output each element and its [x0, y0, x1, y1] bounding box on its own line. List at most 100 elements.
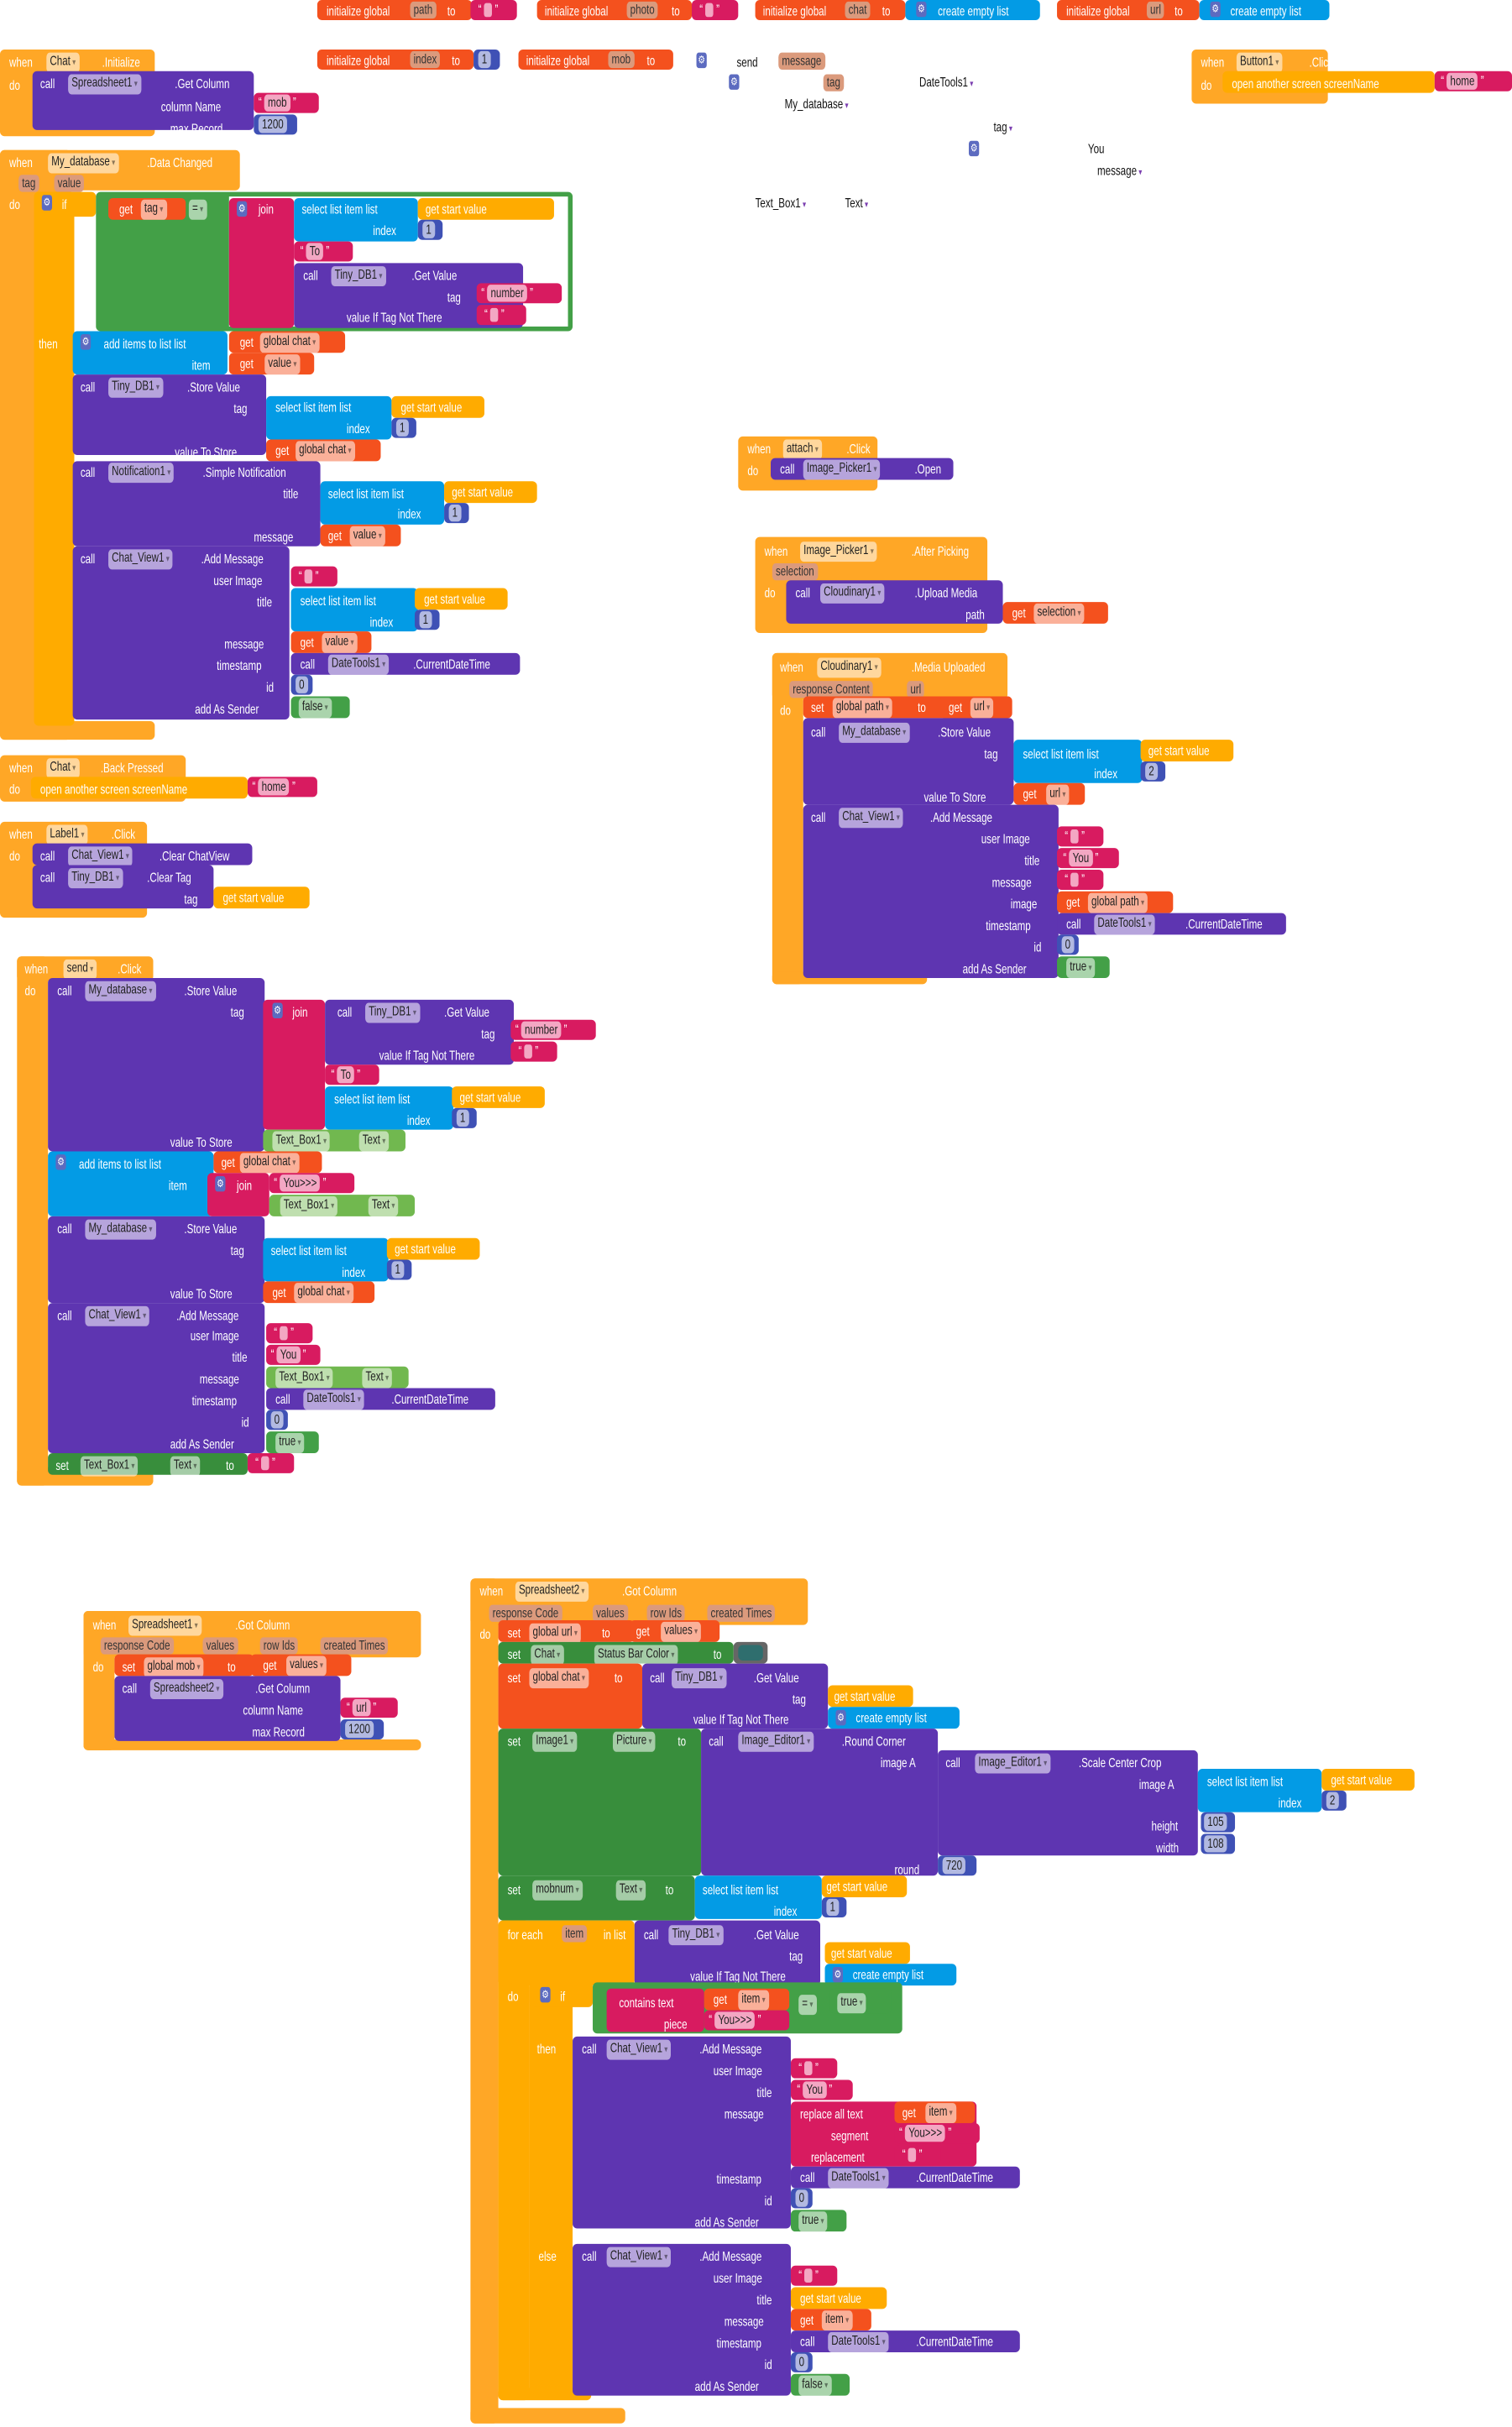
chat-dropdown[interactable]: Chat [46, 52, 80, 73]
picture-dropdown[interactable]: Picture [612, 1731, 656, 1752]
control-block[interactable] [30, 777, 248, 799]
gear-icon[interactable]: ⚙ [55, 1154, 66, 1170]
list-block[interactable] [1199, 0, 1330, 20]
108-number[interactable]: 108 [1204, 1835, 1227, 1853]
tag-parameter[interactable]: tag [18, 175, 39, 192]
get-start-value-block[interactable] [417, 197, 554, 220]
gear-icon[interactable]: ⚙ [729, 74, 740, 90]
my-database-dropdown[interactable]: My_database [839, 722, 910, 743]
text-dropdown[interactable]: Text [358, 1131, 390, 1152]
text-string-block[interactable] [1057, 826, 1104, 847]
text-dropdown[interactable]: Text [362, 1368, 393, 1389]
message-parameter[interactable]: message [778, 52, 825, 70]
procedure-call-block[interactable] [48, 1216, 265, 1304]
datetools1-dropdown[interactable]: DateTools1 [828, 2332, 889, 2352]
text-box1-dropdown[interactable]: Text_Box1 [756, 195, 807, 213]
home-string[interactable]: home [1447, 72, 1478, 90]
url-parameter[interactable]: url [907, 681, 925, 698]
chat-dropdown[interactable]: Chat [531, 1645, 564, 1666]
1-number[interactable]: 1 [419, 611, 432, 629]
chat-view1-dropdown[interactable]: Chat_View1 [85, 1305, 150, 1326]
item-dropdown[interactable]: = [798, 1995, 817, 2016]
get-start-value-block[interactable] [1140, 740, 1234, 761]
text-string-block[interactable] [510, 1041, 557, 1062]
text-string[interactable]: “ You>>> ” [899, 2124, 951, 2142]
gear-icon[interactable]: ⚙ [272, 1002, 283, 1018]
chat-view1-dropdown[interactable]: Chat_View1 [606, 2247, 672, 2267]
get-start-value-block[interactable] [452, 1086, 545, 1108]
value-dropdown[interactable]: value [322, 632, 358, 653]
list-block[interactable] [1013, 740, 1143, 783]
component-setter-block[interactable] [498, 1729, 702, 1876]
text-string[interactable]: “ You ” [797, 2081, 832, 2099]
color-swatch[interactable] [738, 1645, 763, 1661]
cloudinary1-dropdown[interactable]: Cloudinary1 [817, 657, 882, 678]
empty-string[interactable]: “ ” [519, 1043, 538, 1059]
get-start-value-block[interactable] [391, 395, 484, 418]
text-string[interactable]: “ mob ” [259, 94, 296, 112]
row-ids-parameter[interactable]: row Ids [646, 1604, 686, 1622]
get-start-value-block[interactable] [1321, 1769, 1415, 1791]
spreadsheet1-dropdown[interactable]: Spreadsheet1 [68, 74, 141, 95]
1200-number[interactable]: 1200 [345, 1720, 374, 1739]
item-dropdown[interactable]: = [188, 199, 207, 220]
datetools1-dropdown[interactable]: DateTools1 [919, 74, 973, 92]
text-string-block[interactable] [790, 2265, 838, 2286]
control-block[interactable] [498, 1920, 530, 2401]
global-chat-dropdown[interactable]: global chat [294, 1283, 353, 1304]
event-block[interactable] [470, 1578, 499, 2424]
empty-string-pill[interactable] [261, 1457, 269, 1471]
0-number[interactable]: 0 [296, 676, 308, 693]
photo-parameter[interactable]: photo [626, 1, 658, 19]
selection-dropdown[interactable]: selection [1033, 603, 1085, 624]
procedure-call-block[interactable] [72, 374, 267, 455]
procedure-call-block[interactable] [32, 865, 214, 909]
control-block[interactable] [1222, 71, 1435, 93]
empty-string-pill[interactable] [490, 308, 499, 322]
global-url-dropdown[interactable]: global url [529, 1623, 582, 1644]
list-block[interactable] [266, 395, 392, 440]
true-dropdown[interactable]: true [837, 1993, 866, 2014]
spreadsheet2-dropdown[interactable]: Spreadsheet2 [515, 1581, 589, 1602]
text-box1-dropdown[interactable]: Text_Box1 [80, 1456, 139, 1477]
image1-dropdown[interactable]: Image1 [532, 1731, 578, 1752]
text-string-block[interactable] [606, 1988, 704, 2032]
text-string[interactable]: “ home ” [1441, 72, 1484, 90]
url-parameter[interactable]: url [1146, 1, 1165, 19]
text-string-block[interactable] [691, 0, 739, 20]
procedure-call-block[interactable] [72, 546, 290, 720]
text-string-block[interactable] [894, 2144, 941, 2165]
my-database-dropdown[interactable]: My_database [48, 153, 119, 174]
text-string-block[interactable] [1057, 869, 1104, 890]
attach-dropdown[interactable]: attach [782, 439, 822, 460]
text-string[interactable]: “ You ” [271, 1346, 306, 1364]
get-start-value-block[interactable] [386, 1237, 480, 1260]
tiny-db1-dropdown[interactable]: Tiny_DB1 [108, 377, 164, 398]
you-string[interactable]: You [803, 2081, 827, 2099]
you-string[interactable]: You>>> [280, 1174, 321, 1192]
gear-icon[interactable]: ⚙ [215, 1175, 226, 1192]
720-number[interactable]: 720 [942, 1857, 966, 1875]
control-block[interactable] [34, 191, 75, 726]
index-parameter[interactable]: index [410, 50, 441, 69]
list-block[interactable] [694, 1875, 822, 1919]
true-dropdown[interactable]: true [1066, 958, 1096, 979]
procedure-call-block[interactable] [803, 804, 1059, 979]
global-path-dropdown[interactable]: global path [1087, 892, 1148, 913]
label1-dropdown[interactable]: Label1 [46, 824, 88, 845]
get-start-value-block[interactable] [790, 2287, 887, 2309]
text-string-block[interactable] [228, 197, 295, 328]
image-editor1-dropdown[interactable]: Image_Editor1 [738, 1731, 814, 1752]
global-path-dropdown[interactable]: global path [832, 698, 893, 719]
chat-view1-dropdown[interactable]: Chat_View1 [68, 846, 133, 867]
false-dropdown[interactable]: false [298, 698, 332, 719]
number-string[interactable]: number [521, 1021, 562, 1038]
global-mob-dropdown[interactable]: global mob [144, 1657, 204, 1678]
empty-string[interactable]: “ ” [798, 2060, 819, 2076]
item-dropdown[interactable]: item [925, 2103, 956, 2124]
text-string[interactable]: “ You ” [1063, 850, 1098, 867]
1-number[interactable]: 1 [826, 1898, 840, 1917]
event-block[interactable] [17, 956, 49, 1486]
chat-dropdown[interactable]: Chat [46, 758, 80, 779]
